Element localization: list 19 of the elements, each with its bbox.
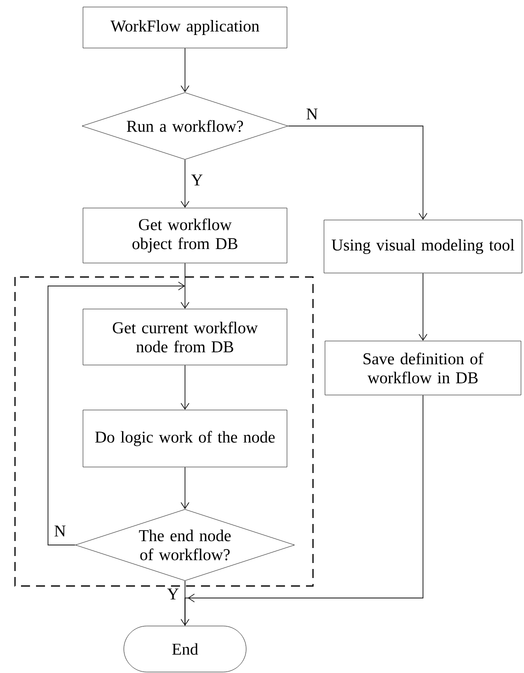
process-box: Do logic work of the node (82, 410, 288, 468)
process-box: Using visual modeling tool (324, 220, 522, 274)
arrow (180, 262, 190, 309)
arrow (418, 272, 428, 341)
process-box: Get workflow object from DB (82, 208, 288, 264)
arrow (180, 580, 190, 626)
arrow (288, 126, 428, 220)
arrow (180, 159, 190, 208)
edge-label: Y (166, 588, 180, 600)
process-box: WorkFlow application (82, 6, 288, 48)
process-box: Get current workflow node from DB (82, 308, 288, 366)
edge-label: Y (190, 174, 204, 186)
arrow (48, 282, 185, 546)
arrow (180, 466, 190, 510)
arrow (180, 48, 190, 92)
arrow (180, 364, 190, 410)
process-box: Save definition of workflow in DB (324, 340, 522, 396)
edge-label: N (305, 108, 319, 120)
edge-label: N (53, 524, 67, 538)
